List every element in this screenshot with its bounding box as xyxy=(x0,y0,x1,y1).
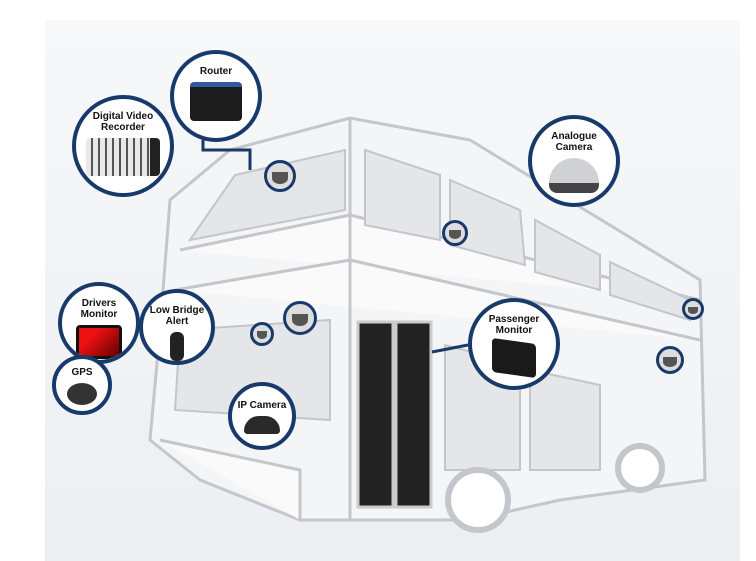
dvr-callout: Digital Video Recorder xyxy=(72,95,174,197)
dome-camera-icon xyxy=(549,158,599,193)
dome-camera-icon xyxy=(656,346,684,374)
dome-camera-icon xyxy=(283,301,317,335)
dome-camera-icon xyxy=(264,160,296,192)
router-label: Router xyxy=(199,66,233,77)
low-bridge-alert-callout: Low Bridge Alert xyxy=(139,289,215,365)
dvr-device-icon xyxy=(86,138,160,176)
router-device-icon xyxy=(190,82,242,121)
analogue-camera-callout: Analogue Camera xyxy=(528,115,620,207)
monitor-device-icon xyxy=(76,325,122,359)
drivers-monitor-callout: Drivers Monitor xyxy=(58,282,140,364)
alert-device-icon xyxy=(170,332,184,361)
gps-antenna-icon xyxy=(67,383,97,405)
connector-line xyxy=(431,343,469,354)
connector-line xyxy=(201,140,252,170)
dome-camera-icon xyxy=(250,322,274,346)
analogue-camera-label: Analogue Camera xyxy=(551,131,597,153)
dvr-label: Digital Video Recorder xyxy=(92,111,154,133)
drivers-monitor-label: Drivers Monitor xyxy=(80,298,118,320)
passenger-monitor-label: Passenger Monitor xyxy=(488,314,540,336)
router-callout: Router xyxy=(170,50,262,142)
ip-camera-label: IP Camera xyxy=(237,400,287,411)
gps-label: GPS xyxy=(71,367,93,378)
dome-camera-icon xyxy=(682,298,704,320)
ip-camera-callout: IP Camera xyxy=(228,382,296,450)
dome-camera-icon xyxy=(442,220,468,246)
ip-camera-device-icon xyxy=(244,416,280,434)
low-bridge-alert-label: Low Bridge Alert xyxy=(149,305,205,327)
gps-callout: GPS xyxy=(52,355,112,415)
passenger-monitor-callout: Passenger Monitor xyxy=(468,298,560,390)
monitor-device-icon xyxy=(492,337,536,379)
